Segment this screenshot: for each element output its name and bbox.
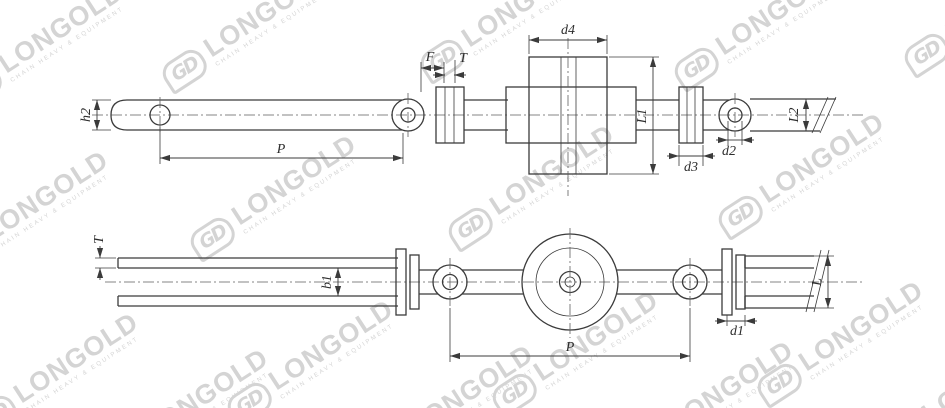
- dim-label-p-side: P: [276, 142, 286, 157]
- dim-label-h2: h2: [79, 108, 94, 122]
- dim-label-t-plan: T: [92, 235, 107, 244]
- dim-label-l2: L2: [787, 108, 802, 124]
- dim-p-side: P: [159, 127, 404, 164]
- dim-b1: b1: [320, 268, 342, 296]
- dim-label-d3: d3: [684, 160, 698, 175]
- dim-label-b1: b1: [320, 275, 335, 289]
- dim-label-l1: L1: [635, 109, 650, 125]
- side-view: h2 P F T: [79, 23, 865, 196]
- dim-h2: h2: [79, 99, 111, 131]
- plan-right-eye-hole: [681, 273, 699, 291]
- dim-d2: d2: [716, 121, 754, 159]
- dim-label-f: F: [425, 50, 435, 65]
- dim-l2: L2: [787, 99, 810, 131]
- dim-f: F: [420, 50, 445, 92]
- plan-view: T b1 d1 L: [92, 228, 865, 362]
- dim-d3: d3: [667, 145, 715, 175]
- plan-left-eye-hole: [441, 273, 459, 291]
- dim-l1: L1: [609, 56, 659, 175]
- dim-t-plan: T: [92, 235, 116, 280]
- dim-p-plan: P: [449, 308, 691, 362]
- dim-label-d2: d2: [722, 144, 736, 159]
- dim-label-d1: d1: [730, 324, 744, 339]
- dim-label-t-side: T: [459, 51, 468, 66]
- dim-d1: d1: [715, 315, 757, 339]
- dim-t-side: T: [433, 51, 468, 83]
- dim-label-d4: d4: [561, 23, 575, 38]
- dim-d4: d4: [528, 23, 608, 54]
- dim-l: L: [810, 255, 834, 309]
- dim-label-l: L: [810, 278, 825, 287]
- dim-label-p-plan: P: [565, 340, 575, 355]
